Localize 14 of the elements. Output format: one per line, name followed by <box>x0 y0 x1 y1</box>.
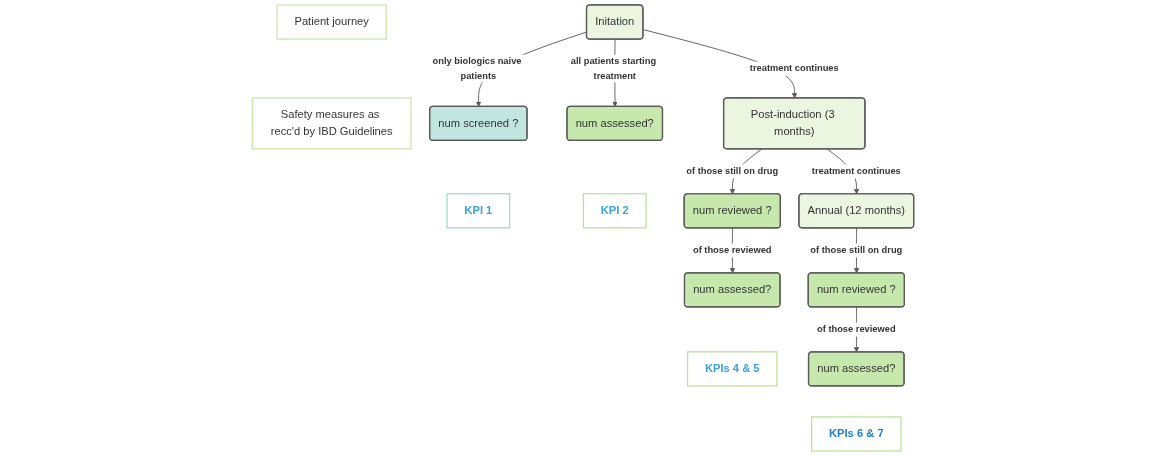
edge-label: of those reviewed <box>692 244 772 256</box>
edge-label: of those still on drug <box>810 244 903 256</box>
node-box: Patient journey <box>276 4 387 40</box>
edge-label: of those still on drug <box>686 165 779 177</box>
node-box: KPI 2 <box>582 193 647 229</box>
edge-label: treatment continues <box>749 62 839 74</box>
edge-label: all patients starting treatment <box>570 55 657 81</box>
node-box: Safety measures as recc'd by IBD Guidelines <box>251 97 412 150</box>
node-box: KPIs 4 & 5 <box>686 351 778 387</box>
node-box: KPI 1 <box>446 193 511 229</box>
node-box: KPIs 6 & 7 <box>811 416 902 452</box>
edge-label: of those reviewed <box>817 323 896 335</box>
edge-label: treatment continues <box>811 165 901 177</box>
edge-label: only biologics naive patients <box>432 55 522 81</box>
